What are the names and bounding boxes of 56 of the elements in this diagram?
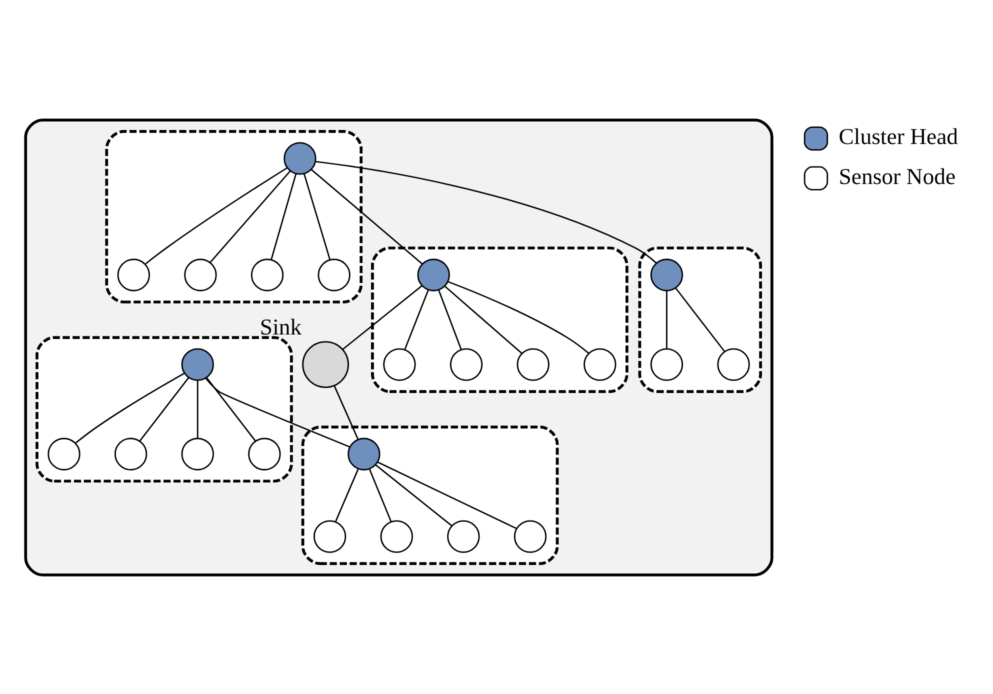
connector (139, 376, 190, 442)
node-circle (117, 258, 150, 291)
node-circle (516, 348, 550, 380)
node-circle (318, 258, 350, 291)
node-circle (114, 437, 148, 470)
node-circle (248, 437, 281, 470)
cluster (638, 246, 762, 392)
node-circle (584, 348, 616, 380)
node-circle (181, 437, 214, 470)
node-circle (450, 348, 483, 380)
node-circle (383, 348, 416, 380)
connector (368, 468, 392, 522)
cluster (24, 118, 774, 576)
node-circle (313, 520, 346, 552)
cluster (36, 336, 293, 482)
legend-label: Cluster Head (838, 123, 958, 148)
node-circle (184, 258, 217, 291)
connector (448, 280, 590, 354)
cluster (301, 425, 559, 564)
connector (675, 287, 726, 352)
connector (303, 173, 331, 260)
node-circle (650, 348, 684, 380)
node-circle (650, 258, 684, 291)
connector (377, 460, 517, 529)
connector (270, 173, 297, 260)
connector (444, 285, 522, 354)
node-circle (514, 520, 547, 552)
connector (196, 380, 198, 438)
connector (334, 468, 359, 522)
node-circle (717, 348, 750, 380)
connector (666, 290, 668, 348)
cluster (105, 130, 363, 303)
connector (75, 372, 185, 443)
connector (438, 289, 462, 350)
node-circle (302, 340, 350, 388)
node-label: Sink (260, 314, 302, 339)
connector (210, 170, 291, 262)
connector (342, 284, 422, 350)
node-circle (380, 520, 413, 552)
cluster (371, 246, 628, 392)
connector (206, 376, 256, 442)
connector (334, 384, 359, 440)
connector (145, 166, 288, 264)
connector (375, 464, 452, 526)
node-circle (348, 437, 380, 470)
node-circle (284, 142, 316, 174)
connector (310, 168, 423, 264)
legend-label: Sensor Node (838, 163, 956, 188)
node-circle (447, 520, 480, 552)
node-circle (181, 348, 214, 380)
node-circle (250, 258, 284, 291)
connector (315, 160, 656, 263)
node-circle (417, 258, 450, 291)
node-circle (48, 437, 80, 470)
connector (205, 377, 350, 448)
connector (404, 289, 429, 350)
